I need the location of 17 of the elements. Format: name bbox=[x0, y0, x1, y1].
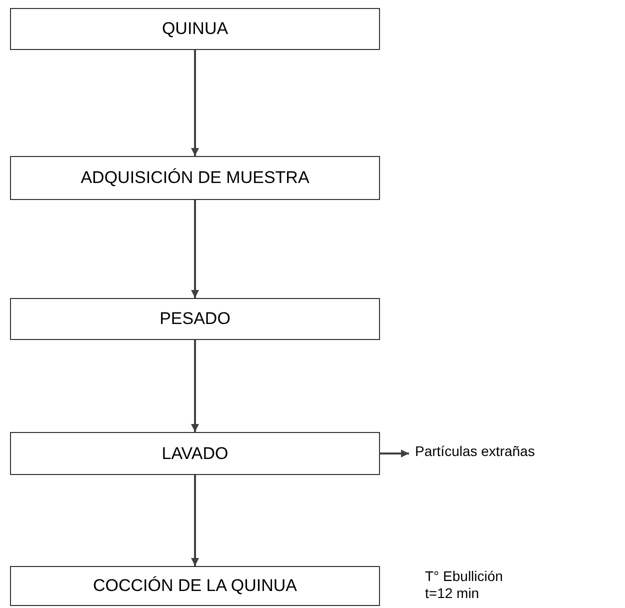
step-label: ADQUISICIÓN DE MUESTRA bbox=[80, 168, 310, 188]
arrow bbox=[191, 475, 199, 566]
step-label: QUINUA bbox=[162, 19, 228, 39]
process-box bbox=[10, 432, 380, 475]
step-label: LAVADO bbox=[162, 444, 228, 464]
process-box bbox=[10, 156, 380, 200]
step-label: PESADO bbox=[160, 309, 230, 329]
process-box bbox=[10, 566, 380, 606]
process-box bbox=[10, 8, 380, 50]
arrow bbox=[191, 340, 199, 432]
arrow bbox=[191, 200, 199, 298]
condition-note: T° Ebullición t=12 min bbox=[425, 568, 504, 602]
arrow bbox=[191, 50, 199, 156]
output-label: Partículas extrañas bbox=[415, 443, 535, 459]
process-box bbox=[10, 298, 380, 340]
arrow bbox=[380, 450, 409, 458]
step-label: COCCIÓN DE LA QUINUA bbox=[92, 576, 298, 596]
